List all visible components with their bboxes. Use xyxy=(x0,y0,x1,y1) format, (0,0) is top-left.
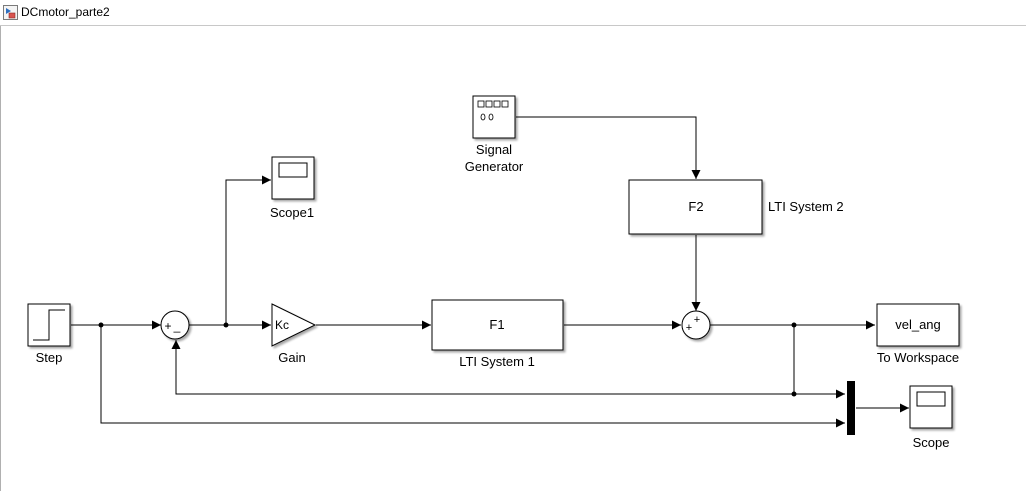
sum2-block[interactable]: + + xyxy=(681,310,711,340)
window-title: DCmotor_parte2 xyxy=(21,5,110,19)
scope1-label: Scope1 xyxy=(270,205,314,220)
branch-points xyxy=(98,322,797,397)
lti2-label: LTI System 2 xyxy=(768,199,844,214)
gain-value: Kc xyxy=(275,318,289,332)
simulink-model-icon xyxy=(3,5,18,20)
waveform-icon xyxy=(477,100,509,121)
signal-branch-to-scope1[interactable] xyxy=(225,175,271,325)
signal-lines[interactable] xyxy=(71,116,909,428)
gain-label: Gain xyxy=(278,350,305,365)
lti-system-2-block[interactable]: F2 LTI System 2 xyxy=(628,179,844,235)
sum2-sign-left: + xyxy=(686,322,692,334)
step-label: Step xyxy=(36,350,63,365)
sum1-block[interactable]: + _ xyxy=(160,310,190,340)
lti2-content: F2 xyxy=(688,199,703,214)
branch-point xyxy=(791,322,797,328)
signal-step-to-mux[interactable] xyxy=(100,325,845,428)
lti1-content: F1 xyxy=(489,317,504,332)
model-canvas[interactable]: Step + _ Kc Gain Scope1 F1 LTI System 1 xyxy=(0,26,1026,491)
to-workspace-label: To Workspace xyxy=(877,350,959,365)
scope-screen-icon xyxy=(278,162,308,178)
step-block[interactable]: Step xyxy=(27,303,71,365)
scope1-block[interactable]: Scope1 xyxy=(270,156,315,220)
signal-feedback-to-sum1[interactable] xyxy=(171,325,795,395)
signal-generator-to-lti2[interactable] xyxy=(516,116,701,179)
to-workspace-block[interactable]: vel_ang To Workspace xyxy=(876,303,960,365)
sum1-sign-plus: + xyxy=(164,319,171,333)
lti-system-1-block[interactable]: F1 LTI System 1 xyxy=(431,299,564,369)
scope-screen-icon xyxy=(916,391,946,407)
block-diagram[interactable]: Step + _ Kc Gain Scope1 F1 LTI System 1 xyxy=(0,26,1026,491)
sum2-sign-top: + xyxy=(694,314,700,326)
branch-point xyxy=(223,322,229,328)
lti1-label: LTI System 1 xyxy=(459,354,535,369)
to-workspace-variable: vel_ang xyxy=(895,317,941,332)
sum1-sign-minus: _ xyxy=(173,319,181,333)
gain-block[interactable]: Kc Gain xyxy=(271,303,317,365)
signal-generator-label-line1: Signal xyxy=(476,142,512,157)
title-bar: DCmotor_parte2 xyxy=(0,0,1026,26)
scope-label: Scope xyxy=(913,435,950,450)
step-icon xyxy=(33,309,65,341)
signal-generator-block[interactable]: Signal Generator xyxy=(465,95,524,174)
mux-block[interactable] xyxy=(847,381,855,435)
signal-generator-label-line2: Generator xyxy=(465,159,524,174)
branch-point xyxy=(98,322,104,328)
scope-block[interactable]: Scope xyxy=(909,385,953,450)
branch-point xyxy=(791,391,797,397)
